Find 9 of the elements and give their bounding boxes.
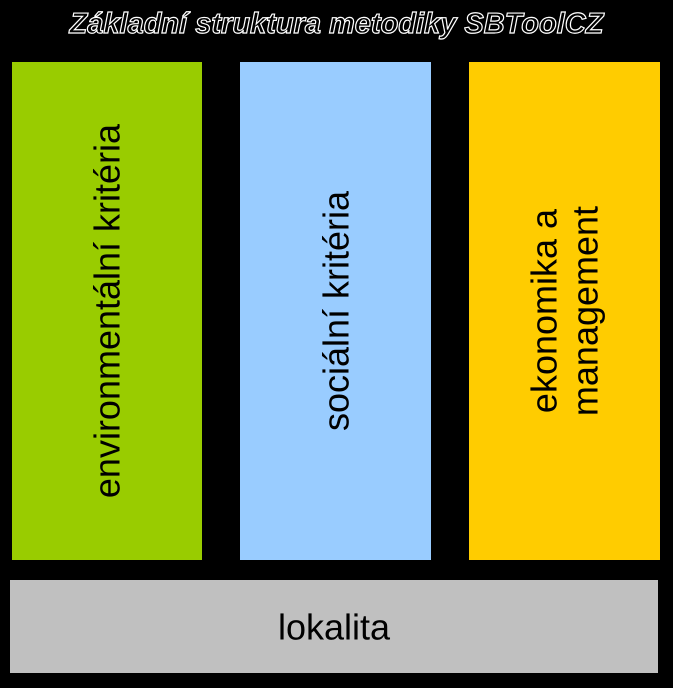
criteria-column — [469, 62, 660, 560]
node-label: environmentální kritéria — [86, 122, 128, 500]
criteria-column — [240, 62, 431, 560]
diagram-title: Základní struktura metodiky SBToolCZ — [70, 8, 604, 41]
node-label: lokalita — [276, 606, 392, 648]
criteria-column — [12, 62, 202, 560]
base-band — [10, 580, 658, 673]
node-label: sociální kritéria — [314, 190, 356, 434]
node-label: ekonomika a management — [523, 204, 606, 418]
